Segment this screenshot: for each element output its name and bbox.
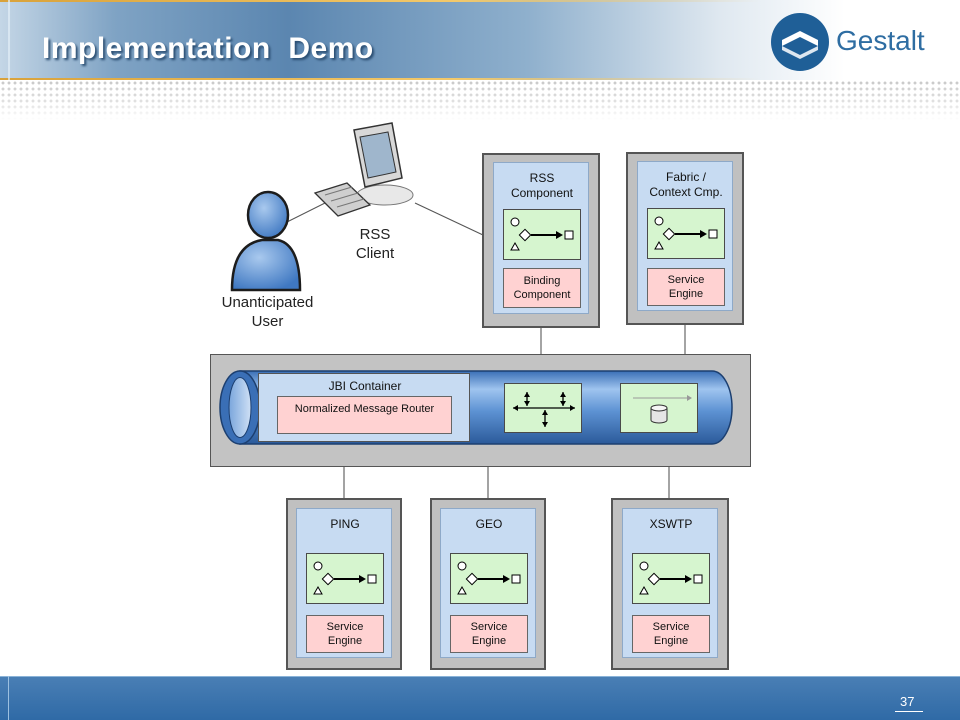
fabric-title-line2: Context Cmp. [649,185,723,199]
logo-text: Gestalt [836,25,925,56]
binding-line2: Component [513,289,571,301]
header-gold-line [0,0,760,2]
geo-service-engine: Service Engine [450,615,528,653]
message-router: Normalized Message Router [277,396,452,434]
client-label-line2: Client [355,245,395,262]
slide-title: Implementation Demo [42,32,374,65]
fabric-process-diagram [647,208,725,259]
rss-component-box: RSS Component Binding Component [482,153,600,328]
header-gold-line-bottom [0,78,760,80]
xswtp-engine-line1: Service [652,621,690,633]
ping-engine-line2: Engine [327,635,363,647]
ping-component-inner: PING Service Engine [296,508,392,658]
client-label-line1: RSS [359,226,391,243]
process-flow-icon [639,561,703,595]
xswtp-service-engine: Service Engine [632,615,710,653]
xswtp-title: XSWTP [649,517,693,531]
ping-component-box: PING Service Engine [286,498,402,670]
page-number: 37 [900,694,915,709]
routing-arrows-icon [513,392,575,427]
binding-component: Binding Component [503,268,581,308]
database-icon [633,395,692,424]
slide-footer [0,676,960,720]
fabric-component-inner: Fabric / Context Cmp. Service Engine [637,161,733,311]
jbi-container-title: JBI Container [328,379,402,393]
rss-component-inner: RSS Component Binding Component [493,162,589,314]
page-number-underline [895,711,923,712]
process-flow-icon [457,561,521,595]
geo-title: GEO [475,517,503,531]
ping-process-diagram [306,553,384,604]
xswtp-process-diagram [632,553,710,604]
xswtp-engine-line2: Engine [653,635,689,647]
process-flow-icon [510,217,574,251]
fabric-engine-line2: Engine [668,288,704,300]
fabric-service-engine: Service Engine [647,268,725,306]
ping-service-engine: Service Engine [306,615,384,653]
gestalt-logo-icon [771,13,829,71]
geo-engine-line2: Engine [471,635,507,647]
ping-engine-line1: Service [326,621,364,633]
binding-line1: Binding [523,275,561,287]
client-label: RSS Client [345,225,405,263]
user-label: Unanticipated User [210,293,325,331]
ping-title: PING [330,517,360,531]
rss-title-line2: Component [510,186,574,200]
geo-engine-line1: Service [470,621,508,633]
geo-component-box: GEO Service Engine [430,498,546,670]
geo-process-diagram [450,553,528,604]
user-label-line1: Unanticipated [221,294,314,311]
router-switch [504,383,582,433]
xswtp-component-inner: XSWTP Service Engine [622,508,718,658]
fabric-engine-line1: Service [667,274,705,286]
xswtp-component-box: XSWTP Service Engine [611,498,729,670]
footer-accent-line [8,676,9,720]
fabric-component-box: Fabric / Context Cmp. Service Engine [626,152,744,325]
rss-component-title: RSS Component [494,171,590,201]
header-accent-line [8,0,10,80]
storage-component [620,383,698,433]
process-flow-icon [654,216,718,250]
fabric-title-line1: Fabric / [665,170,706,184]
user-label-line2: User [251,313,284,330]
header-dot-pattern [0,80,960,120]
process-flow-icon [313,561,377,595]
rss-title-line1: RSS [529,171,555,185]
footer-top-line [0,676,960,677]
fabric-component-title: Fabric / Context Cmp. [638,170,734,200]
rss-process-diagram [503,209,581,260]
message-router-label: Normalized Message Router [294,403,435,415]
geo-component-inner: GEO Service Engine [440,508,536,658]
jbi-container-box: JBI Container Normalized Message Router [258,373,470,442]
